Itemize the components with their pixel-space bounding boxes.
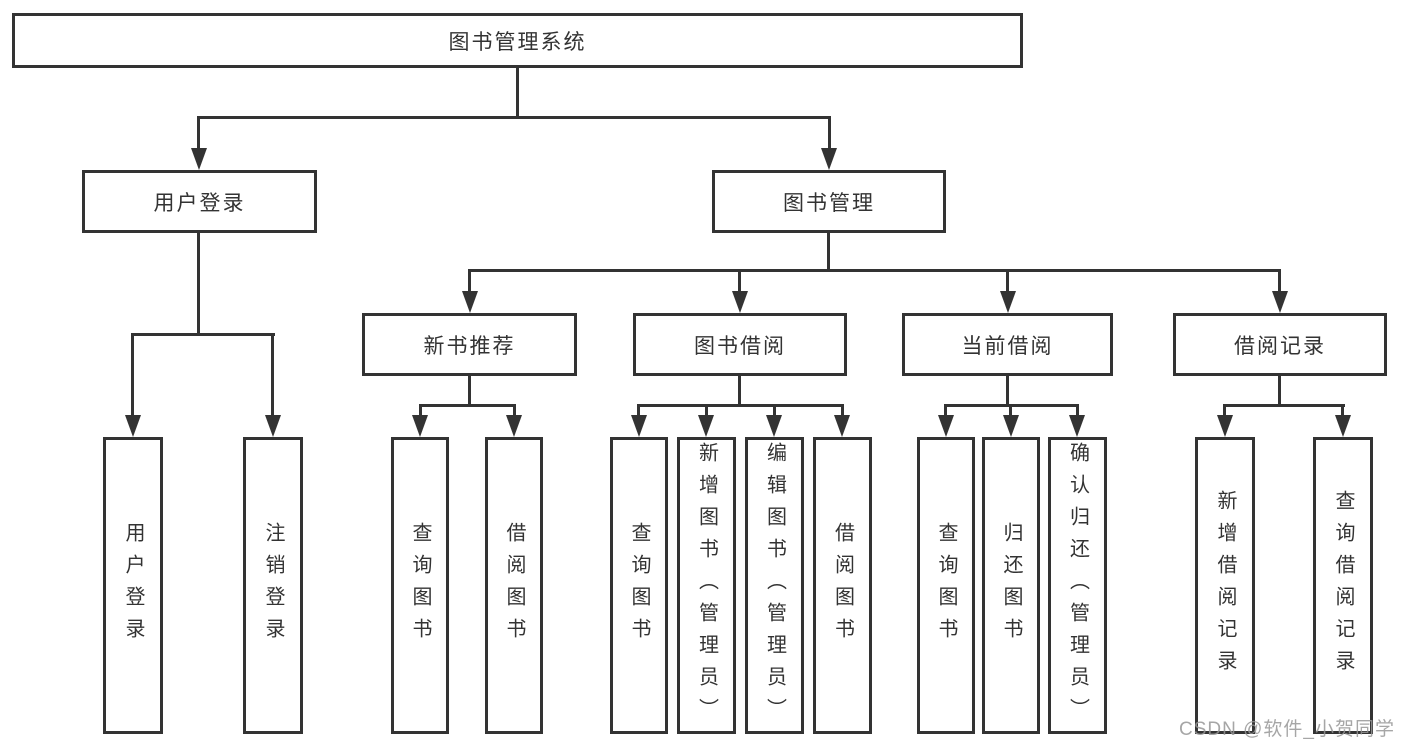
connector-level3-shaft bbox=[1278, 269, 1281, 294]
connector-level3-bus bbox=[469, 269, 1281, 272]
arrowhead-level3 bbox=[732, 291, 748, 313]
connector-leaf-shaft bbox=[1076, 404, 1079, 418]
connector-leaf-shaft bbox=[637, 404, 640, 418]
connector-nbr-drop bbox=[468, 376, 471, 407]
leaf-nbr-borrow-books: 借阅图书 bbox=[485, 437, 543, 734]
leaf-bb-query-books: 查询图书 bbox=[610, 437, 668, 734]
connector-br-drop bbox=[1278, 376, 1281, 407]
arrowhead-level3 bbox=[1272, 291, 1288, 313]
arrowhead-userlogin bbox=[191, 148, 207, 170]
connector-leaf-shaft bbox=[944, 404, 947, 418]
connector-level3-shaft bbox=[1006, 269, 1009, 294]
leaf-cb-query-books: 查询图书 bbox=[917, 437, 975, 734]
leaf-user-login: 用户登录 bbox=[103, 437, 163, 734]
arrowhead-leaf bbox=[766, 415, 782, 437]
arrowhead-leaf bbox=[125, 415, 141, 437]
arrowhead-leaf bbox=[698, 415, 714, 437]
connector-leaf-shaft bbox=[513, 404, 516, 418]
leaf-bb-query-books-label: 查询图书 bbox=[628, 521, 650, 650]
leaf-bb-borrow-books-label: 借阅图书 bbox=[831, 521, 854, 650]
leaf-logout-label: 注销登录 bbox=[262, 521, 284, 650]
arrowhead-leaf bbox=[1335, 415, 1351, 437]
node-book-borrow-label: 图书借阅 bbox=[694, 334, 786, 358]
node-user-login: 用户登录 bbox=[82, 170, 317, 233]
connector-root-drop bbox=[516, 68, 519, 119]
node-borrow-records: 借阅记录 bbox=[1173, 313, 1387, 376]
arrowhead-leaf bbox=[1069, 415, 1085, 437]
connector-leaf-shaft bbox=[131, 333, 134, 418]
connector-userlogin-shaft bbox=[197, 116, 200, 152]
connector-leaf-shaft bbox=[705, 404, 708, 418]
connector-bookmgmt-shaft bbox=[828, 116, 831, 152]
leaf-nbr-borrow-books-label: 借阅图书 bbox=[503, 521, 525, 650]
node-current-borrow-label: 当前借阅 bbox=[961, 334, 1054, 358]
arrowhead-leaf bbox=[938, 415, 954, 437]
arrowhead-level3 bbox=[1000, 291, 1016, 313]
leaf-bb-add-books-label: 新增图书（管理员） bbox=[695, 441, 718, 730]
csdn-watermark: CSDN @软件_小贺同学 bbox=[1179, 719, 1395, 740]
leaf-cb-query-books-label: 查询图书 bbox=[935, 521, 957, 650]
connector-leaf-shaft bbox=[1223, 404, 1226, 418]
connector-leaf-shaft bbox=[841, 404, 844, 418]
connector-bookmgmt-drop bbox=[827, 233, 830, 271]
connector-bb-drop bbox=[738, 376, 741, 407]
leaf-cb-return-books-label: 归还图书 bbox=[1000, 521, 1022, 650]
connector-level3-shaft bbox=[468, 269, 471, 294]
leaf-cb-return-books: 归还图书 bbox=[982, 437, 1040, 734]
leaf-nbr-query-books-label: 查询图书 bbox=[409, 521, 431, 650]
leaf-cb-confirm-return-label: 确认归还（管理员） bbox=[1066, 441, 1089, 730]
leaf-br-add-record: 新增借阅记录 bbox=[1195, 437, 1255, 734]
connector-leaf-shaft bbox=[1341, 404, 1344, 418]
leaf-br-query-record: 查询借阅记录 bbox=[1313, 437, 1373, 734]
leaf-bb-add-books: 新增图书（管理员） bbox=[677, 437, 736, 734]
leaf-cb-confirm-return: 确认归还（管理员） bbox=[1048, 437, 1107, 734]
leaf-logout: 注销登录 bbox=[243, 437, 303, 734]
leaf-br-add-record-label: 新增借阅记录 bbox=[1214, 489, 1236, 682]
arrowhead-level3 bbox=[462, 291, 478, 313]
arrowhead-leaf bbox=[834, 415, 850, 437]
node-borrow-records-label: 借阅记录 bbox=[1234, 334, 1326, 358]
connector-nbr-bus bbox=[419, 404, 516, 407]
connector-cb-drop bbox=[1006, 376, 1009, 407]
node-book-mgmt-label: 图书管理 bbox=[783, 191, 875, 215]
node-book-borrow: 图书借阅 bbox=[633, 313, 847, 376]
connector-userlogin-drop bbox=[197, 233, 200, 336]
connector-leaf-shaft bbox=[419, 404, 422, 418]
leaf-bb-edit-books: 编辑图书（管理员） bbox=[745, 437, 804, 734]
arrowhead-leaf bbox=[631, 415, 647, 437]
leaf-nbr-query-books: 查询图书 bbox=[391, 437, 449, 734]
node-new-book-rec: 新书推荐 bbox=[362, 313, 577, 376]
connector-leaf-shaft bbox=[1009, 404, 1012, 418]
arrowhead-leaf bbox=[1217, 415, 1233, 437]
arrowhead-leaf bbox=[1003, 415, 1019, 437]
arrowhead-leaf bbox=[412, 415, 428, 437]
leaf-bb-borrow-books: 借阅图书 bbox=[813, 437, 872, 734]
arrowhead-leaf bbox=[506, 415, 522, 437]
connector-leaf-shaft bbox=[271, 333, 274, 418]
node-root-label: 图书管理系统 bbox=[448, 30, 587, 54]
connector-level2-bus bbox=[197, 116, 831, 119]
leaf-br-query-record-label: 查询借阅记录 bbox=[1332, 489, 1354, 682]
connector-level3-shaft bbox=[738, 269, 741, 294]
node-root: 图书管理系统 bbox=[12, 13, 1023, 68]
leaf-bb-edit-books-label: 编辑图书（管理员） bbox=[763, 441, 786, 730]
node-new-book-rec-label: 新书推荐 bbox=[423, 334, 516, 358]
connector-bb-bus bbox=[637, 404, 844, 407]
connector-br-bus bbox=[1223, 404, 1345, 407]
node-current-borrow: 当前借阅 bbox=[902, 313, 1113, 376]
node-user-login-label: 用户登录 bbox=[153, 191, 246, 215]
connector-leaf-shaft bbox=[773, 404, 776, 418]
leaf-user-login-label: 用户登录 bbox=[122, 521, 144, 650]
node-book-mgmt: 图书管理 bbox=[712, 170, 946, 233]
arrowhead-bookmgmt bbox=[821, 148, 837, 170]
arrowhead-leaf bbox=[265, 415, 281, 437]
connector-userlogin-bus bbox=[131, 333, 275, 336]
